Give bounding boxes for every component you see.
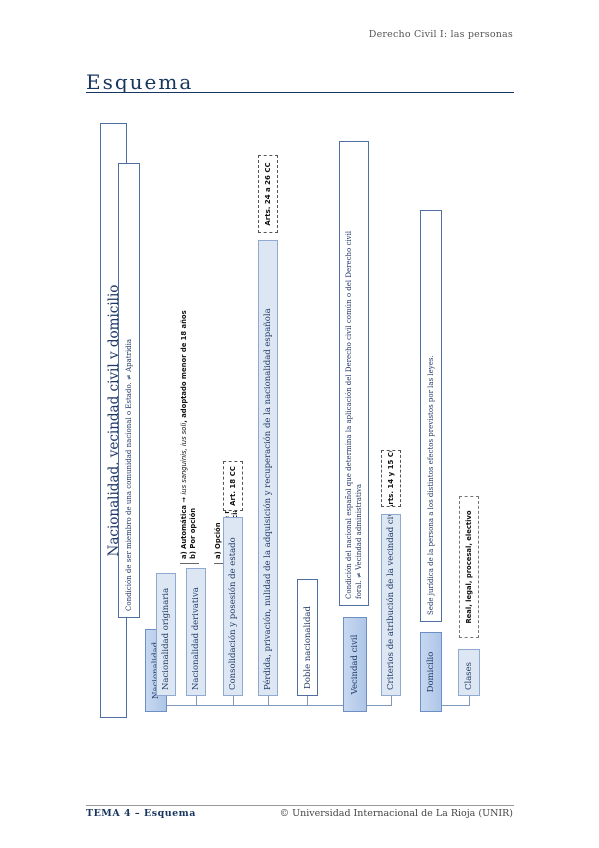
- article-perdida: Arts. 24 a 26 CC: [258, 155, 278, 233]
- connector-nacionalidad-vertical: [156, 705, 346, 706]
- article-consolidacion: Art. 18 CC: [223, 461, 243, 511]
- list-derivativa-a: a) Opción: [214, 522, 222, 559]
- connector-doble: [307, 696, 308, 706]
- node-vecindad-civil: Vecindad civil: [343, 617, 367, 712]
- list-originaria-a: a) Automática → ius sanguinis, ius soli,…: [180, 310, 188, 559]
- connector-derivativa: [196, 696, 197, 706]
- definition-vecindad: Condición del nacional español que deter…: [339, 141, 369, 606]
- title-rule: [86, 92, 514, 93]
- list-originaria: a) Automática → ius sanguinis, ius soli,…: [180, 310, 199, 564]
- node-perdida: Pérdida, privación, nulidad de la adquis…: [258, 240, 278, 696]
- connector-consolidacion: [233, 696, 234, 706]
- running-header: Derecho Civil I: las personas: [368, 29, 513, 40]
- definition-domicilio: Sede jurídica de la persona a los distin…: [420, 210, 442, 622]
- node-nacionalidad-derivativa: Nacionalidad derivativa: [186, 568, 206, 696]
- footer-chapter: TEMA 4 – Esquema: [86, 808, 196, 819]
- connector-criterios: [391, 696, 392, 706]
- footer-copyright: © Universidad Internacional de La Rioja …: [279, 808, 513, 819]
- connector-clases: [469, 696, 470, 706]
- node-clases: Clases: [458, 649, 480, 696]
- node-nacionalidad-originaria: Nacionalidad originaria: [156, 573, 176, 696]
- node-criterios-atribucion: Criterios de atribución de la vecindad c…: [381, 514, 401, 696]
- article-criterios: Arts. 14 y 15 CC: [381, 450, 401, 507]
- definition-nacionalidad: Condición de ser miembro de una comunida…: [118, 163, 140, 618]
- list-originaria-b: b) Por opción: [188, 507, 197, 559]
- node-domicilio: Domicilio: [420, 632, 442, 712]
- concept-diagram: Nacionalidad, vecindad civil y domicilio…: [98, 123, 480, 718]
- page-title: Esquema: [86, 70, 194, 94]
- connector-perdida: [268, 696, 269, 706]
- diagram-stage: Nacionalidad, vecindad civil y domicilio…: [98, 123, 480, 718]
- node-consolidacion: Consolidación y posesión de estado: [223, 517, 243, 696]
- node-doble-nacionalidad: Doble nacionalidad: [297, 579, 318, 696]
- list-clases: Real, legal, procesal, electivo: [459, 496, 479, 638]
- footer-rule: [86, 805, 514, 806]
